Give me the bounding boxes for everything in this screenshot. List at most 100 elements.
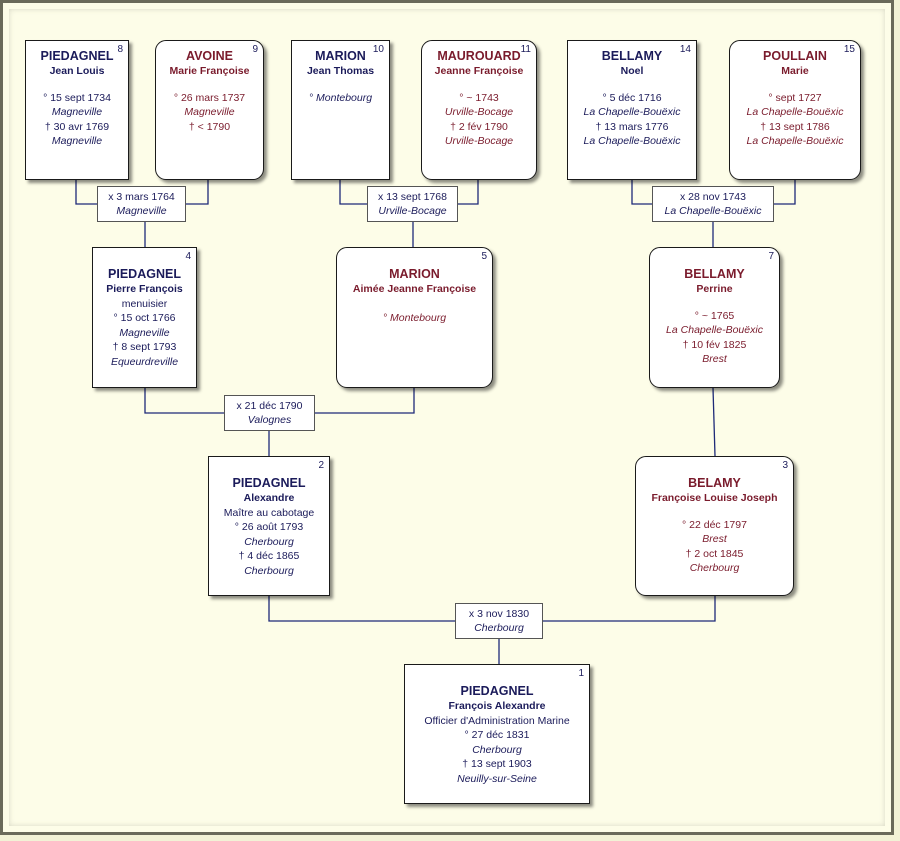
surname: MARION (389, 267, 440, 281)
surname: AVOINE (186, 49, 233, 63)
sosa-number: 8 (117, 44, 123, 55)
death-date: † 13 sept 1903 (462, 758, 532, 770)
death-date: † < 1790 (188, 120, 231, 133)
death-place: Neuilly-sur-Seine (457, 772, 537, 785)
person-box-4[interactable]: 4 PIEDAGNEL Pierre François menuisier ° … (92, 247, 197, 388)
marriage-place: La Chapelle-Bouëxic (664, 205, 762, 217)
person-box-10[interactable]: 10 MARION Jean Thomas ° Montebourg (291, 40, 390, 180)
death-date: † 8 sept 1793 (112, 341, 177, 353)
birth-place: ° Montebourg (308, 91, 373, 104)
person-box-3[interactable]: 3 BELAMY Françoise Louise Joseph ° 22 dé… (635, 456, 794, 596)
birth-place: Cherbourg (244, 535, 294, 548)
occupation: Officier d'Administration Marine (424, 714, 570, 727)
sosa-number: 4 (185, 251, 191, 262)
person-box-8[interactable]: 8 PIEDAGNEL Jean Louis ° 15 sept 1734 Ma… (25, 40, 129, 180)
given-name: Marie Françoise (169, 65, 250, 77)
birth-place: La Chapelle-Bouëxic (746, 106, 844, 118)
birth-date: ° 22 déc 1797 (682, 518, 747, 531)
marriage-date: x 3 mars 1764 (108, 191, 175, 203)
birth-date: ° ~ 1765 (694, 309, 735, 322)
sosa-number: 7 (768, 251, 774, 262)
sosa-number: 9 (252, 44, 258, 55)
sosa-number: 3 (782, 460, 788, 471)
birth-date: ° 26 mars 1737 (173, 91, 246, 104)
death-place: Cherbourg (244, 564, 294, 577)
birth-date: ° 15 sept 1734 (43, 91, 111, 104)
death-date: † 4 déc 1865 (238, 550, 300, 562)
birth-date: ° 5 déc 1716 (602, 91, 662, 104)
death-date: † 30 avr 1769 (44, 120, 110, 133)
marriage-date: x 28 nov 1743 (680, 191, 746, 203)
given-name: Marie (781, 65, 809, 77)
marriage-box-8-9: x 3 mars 1764 Magneville (97, 186, 186, 222)
marriage-date: x 3 nov 1830 (468, 608, 530, 620)
death-date: † 10 fév 1825 (682, 338, 747, 351)
given-name: Pierre François (106, 283, 183, 295)
marriage-place: Magneville (116, 205, 167, 217)
death-date: † 13 mars 1776 (595, 120, 669, 133)
marriage-date: x 13 sept 1768 (378, 191, 447, 203)
marriage-place: Valognes (247, 414, 292, 426)
birth-date: ° sept 1727 (768, 91, 822, 104)
death-place: Brest (702, 353, 727, 365)
surname: PIEDAGNEL (460, 684, 534, 698)
death-place: Magneville (51, 135, 103, 147)
birth-place: Magneville (184, 106, 235, 118)
sosa-number: 2 (318, 460, 324, 471)
sosa-number: 10 (372, 44, 384, 55)
surname: PIEDAGNEL (108, 267, 181, 281)
person-box-11[interactable]: 11 MAUROUARD Jeanne Françoise ° ~ 1743 U… (421, 40, 537, 180)
given-name: Jean Thomas (306, 65, 375, 77)
given-name: Perrine (696, 283, 733, 295)
death-place: Equeurdreville (110, 355, 179, 368)
surname: POULLAIN (763, 49, 827, 63)
person-box-2[interactable]: 2 PIEDAGNEL Alexandre Maître au cabotage… (208, 456, 330, 596)
person-box-15[interactable]: 15 POULLAIN Marie ° sept 1727 La Chapell… (729, 40, 861, 180)
given-name: Jeanne Françoise (434, 65, 524, 77)
marriage-place: Cherbourg (474, 622, 524, 634)
birth-place: Urville-Bocage (444, 106, 514, 118)
sosa-number: 1 (578, 668, 584, 679)
sosa-number: 11 (520, 44, 531, 55)
given-name: François Alexandre (448, 700, 546, 712)
marriage-box-10-11: x 13 sept 1768 Urville-Bocage (367, 186, 458, 222)
marriage-box-14-15: x 28 nov 1743 La Chapelle-Bouëxic (652, 186, 774, 222)
person-box-9[interactable]: 9 AVOINE Marie Françoise ° 26 mars 1737 … (155, 40, 264, 180)
death-place: La Chapelle-Bouëxic (746, 135, 844, 147)
surname: MAUROUARD (437, 49, 521, 63)
birth-place: La Chapelle-Bouëxic (666, 324, 763, 336)
given-name: Jean Louis (49, 65, 105, 77)
marriage-box-2-3: x 3 nov 1830 Cherbourg (455, 603, 543, 639)
birth-place: Cherbourg (472, 743, 522, 756)
person-box-7[interactable]: 7 BELLAMY Perrine ° ~ 1765 La Chapelle-B… (649, 247, 780, 388)
surname: MARION (315, 49, 366, 63)
surname: BELLAMY (684, 267, 745, 281)
death-place: Cherbourg (689, 562, 740, 574)
birth-date: ° 26 août 1793 (234, 521, 304, 533)
person-box-1[interactable]: 1 PIEDAGNEL François Alexandre Officier … (404, 664, 590, 804)
given-name: Noel (620, 65, 644, 77)
birth-date: ° ~ 1743 (459, 91, 499, 104)
death-place: La Chapelle-Bouëxic (583, 135, 681, 147)
birth-place: Brest (702, 533, 727, 545)
death-date: † 2 oct 1845 (685, 547, 744, 560)
death-place: Urville-Bocage (444, 135, 514, 147)
birth-place: La Chapelle-Bouëxic (583, 106, 681, 118)
person-box-5[interactable]: 5 MARION Aimée Jeanne Françoise ° Monteb… (336, 247, 493, 388)
given-name: Aimée Jeanne Françoise (352, 283, 477, 295)
surname: BELAMY (688, 476, 741, 490)
occupation: Maître au cabotage (223, 506, 315, 519)
sosa-number: 14 (679, 44, 691, 55)
person-box-14[interactable]: 14 BELLAMY Noel ° 5 déc 1716 La Chapelle… (567, 40, 697, 180)
marriage-place: Urville-Bocage (378, 205, 447, 217)
birth-place: Magneville (51, 106, 103, 118)
surname: PIEDAGNEL (232, 476, 306, 490)
surname: PIEDAGNEL (40, 49, 114, 63)
sosa-number: 5 (481, 251, 487, 262)
given-name: Alexandre (243, 492, 295, 504)
death-date: † 2 fév 1790 (450, 120, 508, 133)
marriage-box-4-5: x 21 déc 1790 Valognes (224, 395, 315, 431)
birth-date: ° 15 oct 1766 (113, 312, 176, 324)
birth-date: ° 27 déc 1831 (464, 729, 530, 741)
